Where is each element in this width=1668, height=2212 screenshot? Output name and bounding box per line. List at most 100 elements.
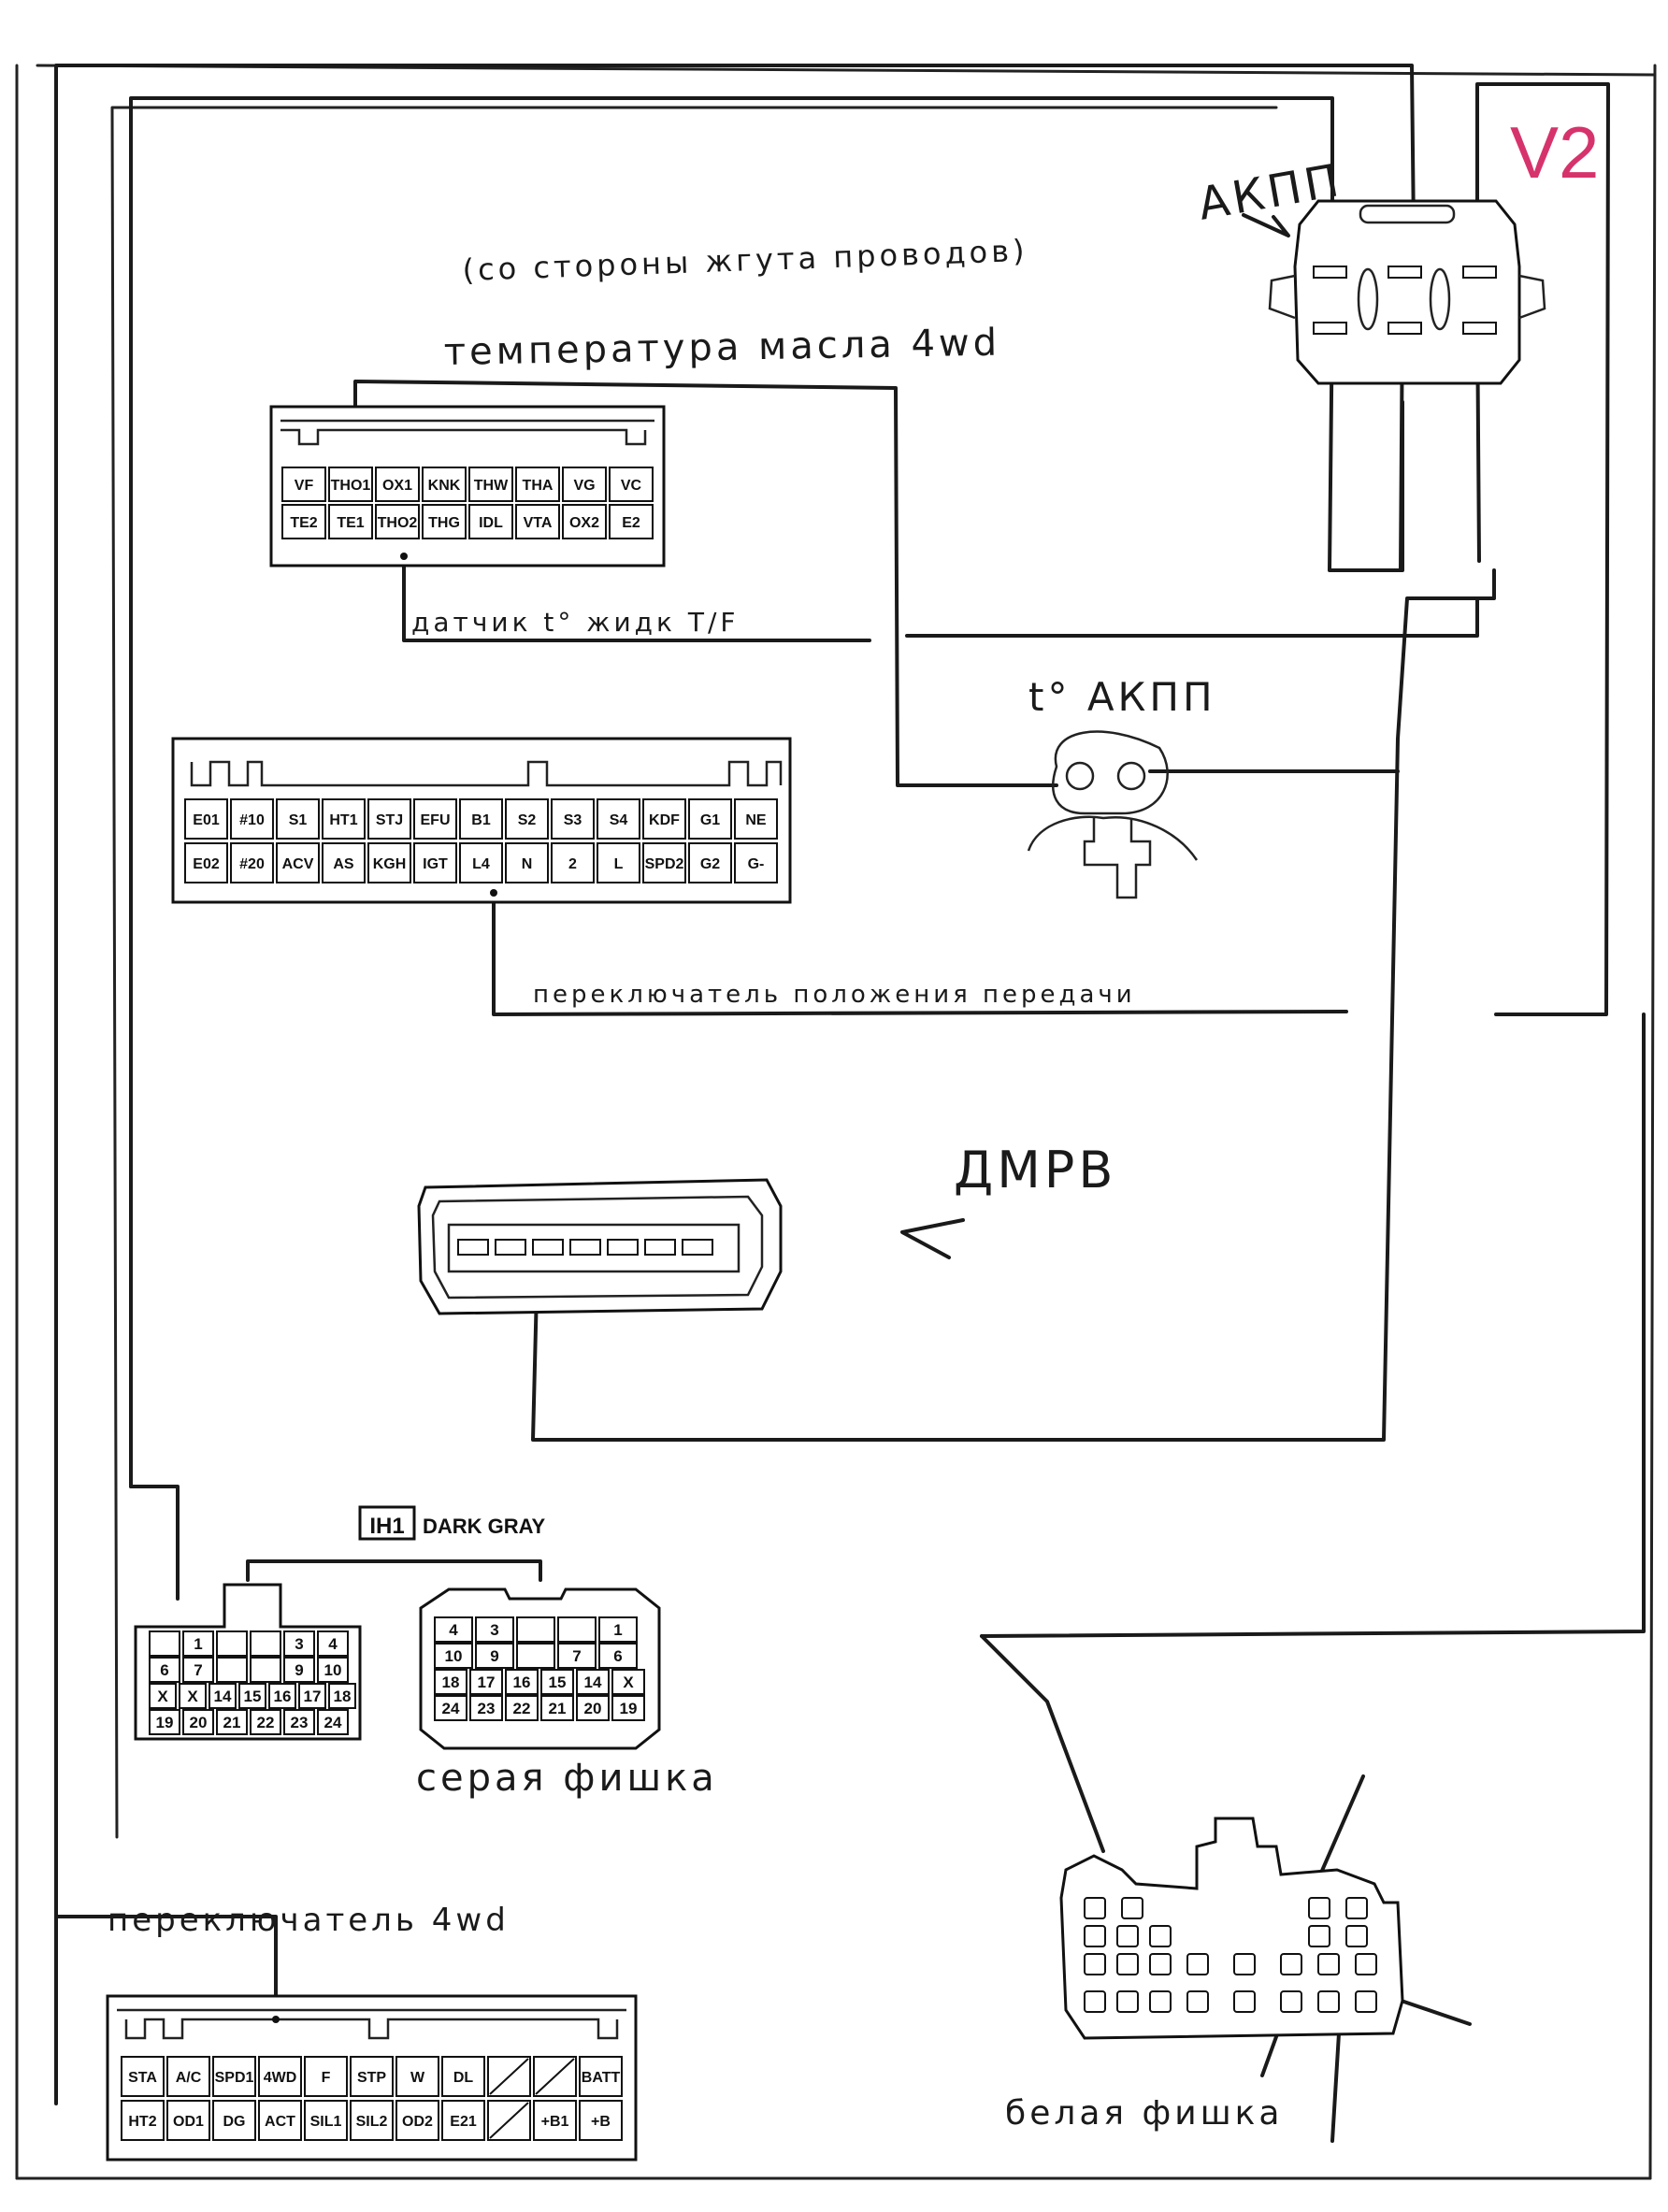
connector-pin [540, 1669, 574, 1695]
pin-label: IDL [479, 515, 503, 531]
wire-ih1-bracket [246, 1559, 542, 1582]
pin-label: 9 [490, 1647, 498, 1665]
connector-pin [166, 2056, 210, 2097]
connector-pin [540, 1695, 574, 1721]
connector-pin [579, 2100, 623, 2141]
pin-label: 10 [445, 1647, 463, 1665]
wire-gray-plug [129, 1485, 180, 1601]
connector-pin [212, 2056, 256, 2097]
pin-label: NE [745, 812, 767, 828]
connector-pin [367, 798, 411, 840]
connector-pin [268, 1683, 296, 1709]
pin-label: ACT [265, 2114, 295, 2130]
label-oil-temp-4wd: температура масла 4wd [443, 322, 1000, 374]
wire-tf-sensor [905, 596, 1479, 638]
blank-pin-slash [489, 2102, 529, 2139]
connector-pin [642, 842, 686, 883]
junction-dot [400, 553, 408, 560]
pin-label: G2 [700, 856, 720, 872]
connector-pin [328, 504, 373, 539]
connector-pin [304, 2100, 348, 2141]
connector-pin [184, 842, 228, 883]
pin-label: 22 [257, 1714, 275, 1731]
label-temp-akpp: t° АКПП [1028, 674, 1216, 720]
connector-pin [1116, 1990, 1139, 2013]
connector-pin [468, 504, 513, 539]
connector-pin [576, 1669, 610, 1695]
connector-pin [212, 2100, 256, 2141]
pin-label: 14 [584, 1673, 602, 1691]
pin-label: SPD1 [215, 2070, 254, 2086]
pin-label: 19 [620, 1700, 638, 1717]
pin-label: STA [128, 2070, 157, 2086]
connector-pin [505, 1669, 539, 1695]
pin-label: STJ [376, 812, 403, 828]
connector-pin [304, 2056, 348, 2097]
connector-pin [1345, 1925, 1368, 1947]
connector-pin [328, 467, 373, 502]
connector-pin [166, 2100, 210, 2141]
connector-pin [516, 1616, 555, 1643]
connector-pin [598, 1616, 638, 1643]
connector-pin [1308, 1897, 1330, 1919]
connector-pin [328, 1683, 356, 1709]
connector-pin [1116, 1925, 1139, 1947]
connector-pin [258, 2056, 302, 2097]
pin-label: OX1 [382, 478, 412, 494]
pin-label: +B [591, 2114, 611, 2130]
pin-label: THW [474, 478, 509, 494]
wire-gear-position [492, 891, 1348, 1016]
connector-pin [688, 842, 732, 883]
pin-label: 4 [449, 1621, 458, 1639]
pin-label: X [623, 1673, 634, 1691]
pin-label: 6 [160, 1661, 168, 1679]
connector-pin [557, 1616, 597, 1643]
connector-pin [283, 1657, 315, 1683]
connector-pin [611, 1695, 645, 1721]
junction-dot [272, 2016, 280, 2023]
connector-pin [441, 2056, 485, 2097]
blank-pin-slash [535, 2058, 575, 2095]
version-badge: V2 [1510, 111, 1599, 194]
connector-pin [1233, 1990, 1256, 2013]
connector-pin [475, 1616, 514, 1643]
connector-pin [238, 1683, 266, 1709]
connector-pin [298, 1683, 326, 1709]
connector-pin [317, 1630, 349, 1657]
connector-pin [551, 842, 595, 883]
connector-pin [395, 2100, 439, 2141]
pin-label: AS [333, 856, 354, 872]
pin-label: 1 [194, 1635, 202, 1653]
connector-pin [184, 798, 228, 840]
connector-pin [551, 798, 595, 840]
pin-label: X [157, 1688, 168, 1705]
pin-label: 7 [572, 1647, 581, 1665]
wire-white-1 [1316, 1774, 1365, 1881]
pin-label: 20 [190, 1714, 208, 1731]
pin-label: THO1 [331, 478, 371, 494]
connector-pin [557, 1643, 597, 1669]
pin-label: 18 [442, 1673, 460, 1691]
wire-white-plug-right [980, 1013, 1646, 1638]
pin-label: L4 [472, 856, 490, 872]
connector-pin [1317, 1990, 1340, 2013]
pin-label: 9 [295, 1661, 303, 1679]
pin-label: ACV [282, 856, 314, 872]
connector-pin [422, 504, 467, 539]
ih1-code: IH1 [369, 1514, 404, 1539]
connector-pin [515, 467, 560, 502]
pin-label: TE1 [337, 515, 364, 531]
connector-pin [317, 1709, 349, 1735]
connector-pin [1084, 1990, 1106, 2013]
pin-label: 4 [328, 1635, 338, 1653]
pin-label: 6 [613, 1647, 622, 1665]
connector-pin [505, 798, 549, 840]
pin-label: KDF [649, 812, 680, 828]
label-dmrv: ДМРВ [954, 1141, 1116, 1199]
connector-pin [434, 1669, 467, 1695]
blank-pin-slash [489, 2058, 529, 2095]
connector-pin [375, 467, 420, 502]
pin-label: E21 [450, 2114, 477, 2130]
